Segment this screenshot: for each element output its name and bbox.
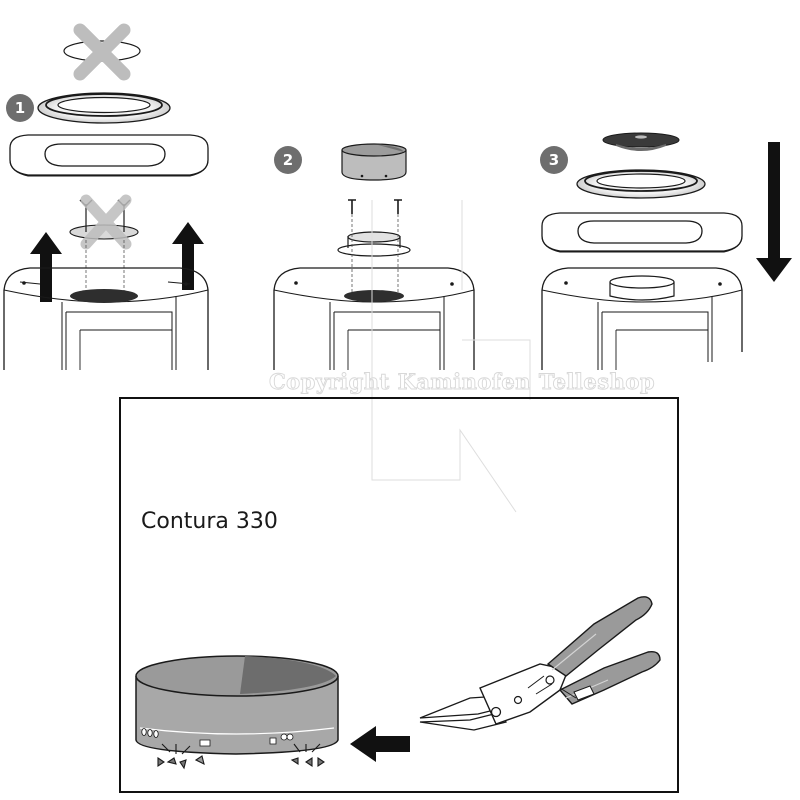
arrow-left-icon <box>350 726 410 762</box>
tin-snips-icon <box>419 596 661 731</box>
step-3-illustration: 3 <box>540 132 792 370</box>
cross-mark-icon <box>73 23 131 81</box>
top-plate-frame <box>9 134 209 177</box>
flue-collar-ring <box>576 169 706 199</box>
detail-panel: Contura 330 <box>119 397 679 793</box>
flue-insert-cylinder <box>341 143 407 181</box>
screws <box>348 199 402 214</box>
watermark-text: Copyright Kaminofen Tellesho​p <box>269 369 655 394</box>
step-1-illustration: 1 <box>3 23 209 370</box>
step-3-badge: 3 <box>540 146 568 174</box>
arrow-up-icon <box>172 222 204 290</box>
step-2-badge: 2 <box>274 146 302 174</box>
stove-body-step-1 <box>3 267 209 370</box>
cross-mark-icon <box>80 194 132 250</box>
top-plate-frame <box>541 212 743 253</box>
flue-insert-cylinder-detail <box>135 655 339 755</box>
step-3-number: 3 <box>549 151 559 169</box>
arrow-up-icon <box>30 232 62 302</box>
cut-fragments <box>157 743 325 770</box>
cover-cap <box>602 132 680 151</box>
flue-collar-ring <box>37 92 171 124</box>
arrow-down-icon <box>756 142 792 282</box>
mounting-collar <box>337 214 411 300</box>
stove-body-step-2 <box>273 267 475 370</box>
step-2-illustration: 2 <box>273 143 475 370</box>
step-2-number: 2 <box>283 151 293 169</box>
stove-body-step-3 <box>541 267 743 370</box>
detail-panel-title: Contura 330 <box>141 509 278 534</box>
step-1-number: 1 <box>15 99 25 117</box>
step-1-badge: 1 <box>6 94 34 122</box>
watermark-overlay: Copyright Kaminofen Tellesho​p <box>269 200 655 513</box>
